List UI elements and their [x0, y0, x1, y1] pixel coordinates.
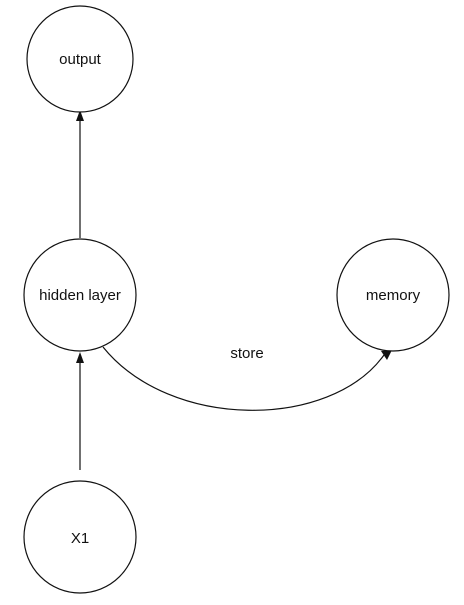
arrowhead-icon — [381, 350, 392, 360]
node-output-label: output — [59, 51, 102, 68]
node-hidden-layer: hidden layer — [23, 238, 137, 352]
node-x1-label: X1 — [71, 530, 89, 547]
node-x1: X1 — [23, 480, 137, 594]
node-hidden-layer-circle — [23, 238, 137, 352]
node-memory: memory — [336, 238, 450, 352]
edge-label-store: store — [230, 345, 263, 362]
node-output-circle — [26, 5, 134, 113]
node-hidden-layer-label: hidden layer — [39, 287, 121, 304]
arrowhead-icon — [76, 352, 84, 363]
edge-x1-to-hidden — [76, 352, 84, 470]
node-output: output — [26, 5, 134, 113]
arrowhead-icon — [76, 110, 84, 121]
node-x1-circle — [23, 480, 137, 594]
node-memory-circle — [336, 238, 450, 352]
edge-hidden-to-memory: store — [102, 345, 392, 411]
edge-hidden-to-output — [76, 110, 84, 238]
edge-hidden-to-memory-curve — [102, 346, 385, 411]
node-memory-label: memory — [366, 287, 421, 304]
